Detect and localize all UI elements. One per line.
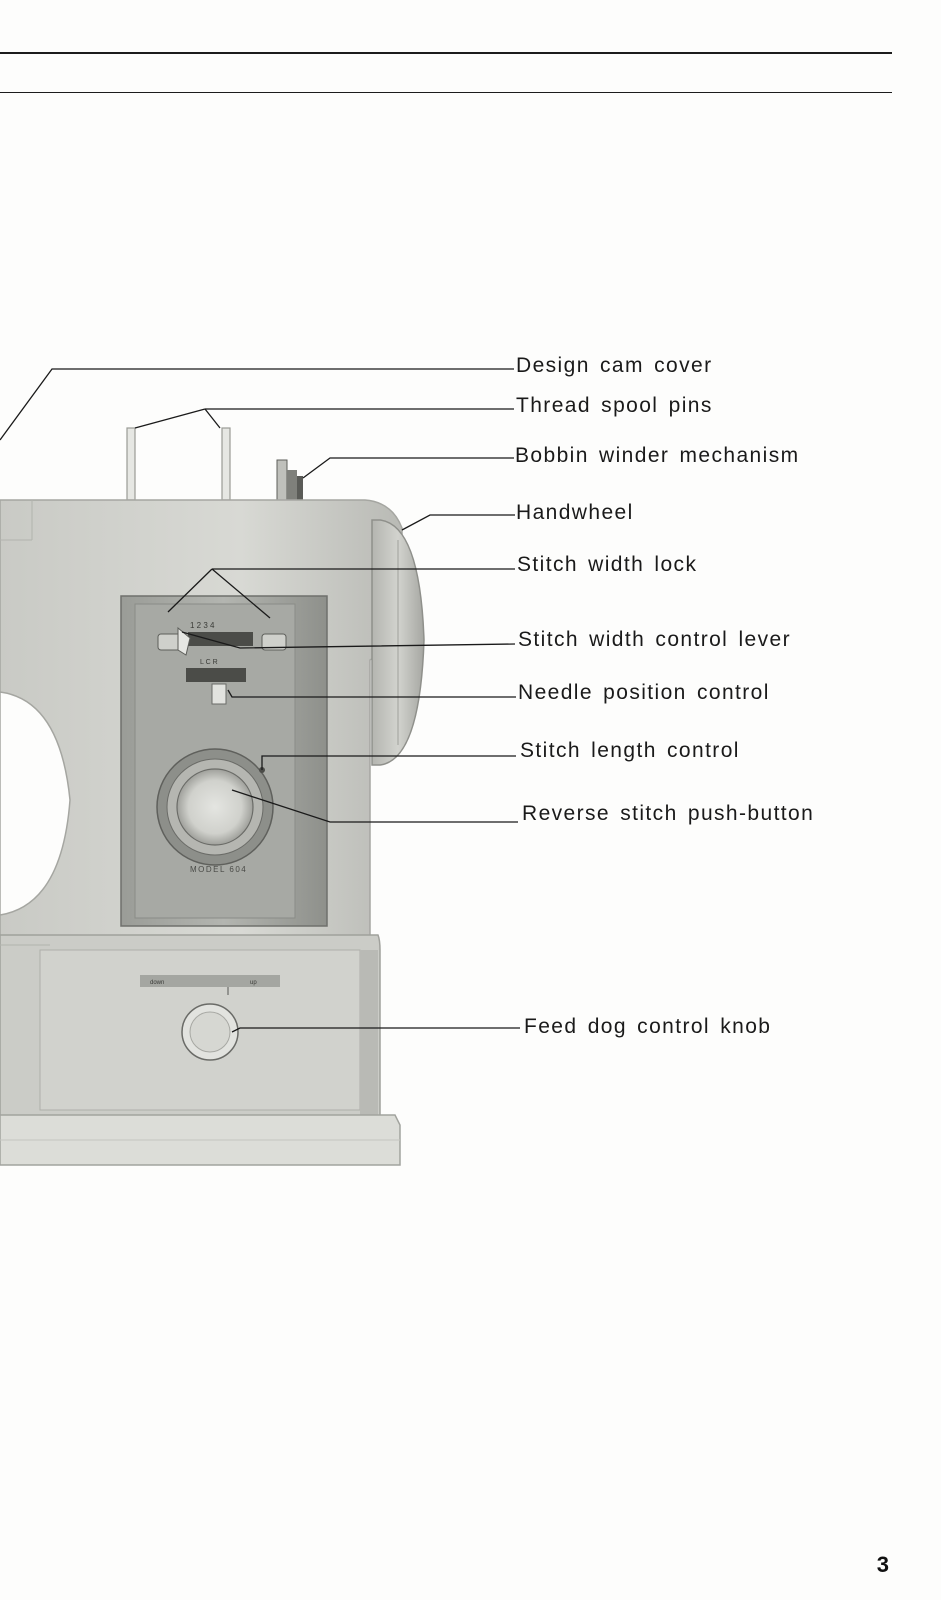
label-design-cam-cover: Design cam cover (516, 354, 712, 378)
label-feed-dog-knob: Feed dog control knob (524, 1015, 771, 1039)
label-thread-spool-pins: Thread spool pins (516, 394, 713, 418)
label-needle-position: Needle position control (518, 681, 770, 705)
feed-dog-down-text: down (150, 980, 164, 986)
needle-scale-text: L C R (200, 659, 218, 666)
reverse-stitch-button[interactable] (177, 769, 253, 845)
width-scale-text: 1 2 3 4 (190, 621, 215, 630)
label-reverse-button: Reverse stitch push-button (522, 802, 814, 826)
bobbin-winder (277, 460, 303, 502)
label-stitch-width-lock: Stitch width lock (517, 553, 697, 577)
thread-spool-pins (127, 428, 230, 500)
needle-position-lever[interactable] (212, 684, 226, 704)
model-plate: MODEL 604 (190, 865, 247, 874)
label-handwheel: Handwheel (516, 501, 634, 525)
label-stitch-length: Stitch length control (520, 739, 740, 763)
label-stitch-width-lever: Stitch width control lever (518, 628, 791, 652)
feed-dog-up-text: up (250, 980, 257, 986)
page-number: 3 (877, 1552, 889, 1578)
label-bobbin-winder: Bobbin winder mechanism (515, 444, 800, 468)
